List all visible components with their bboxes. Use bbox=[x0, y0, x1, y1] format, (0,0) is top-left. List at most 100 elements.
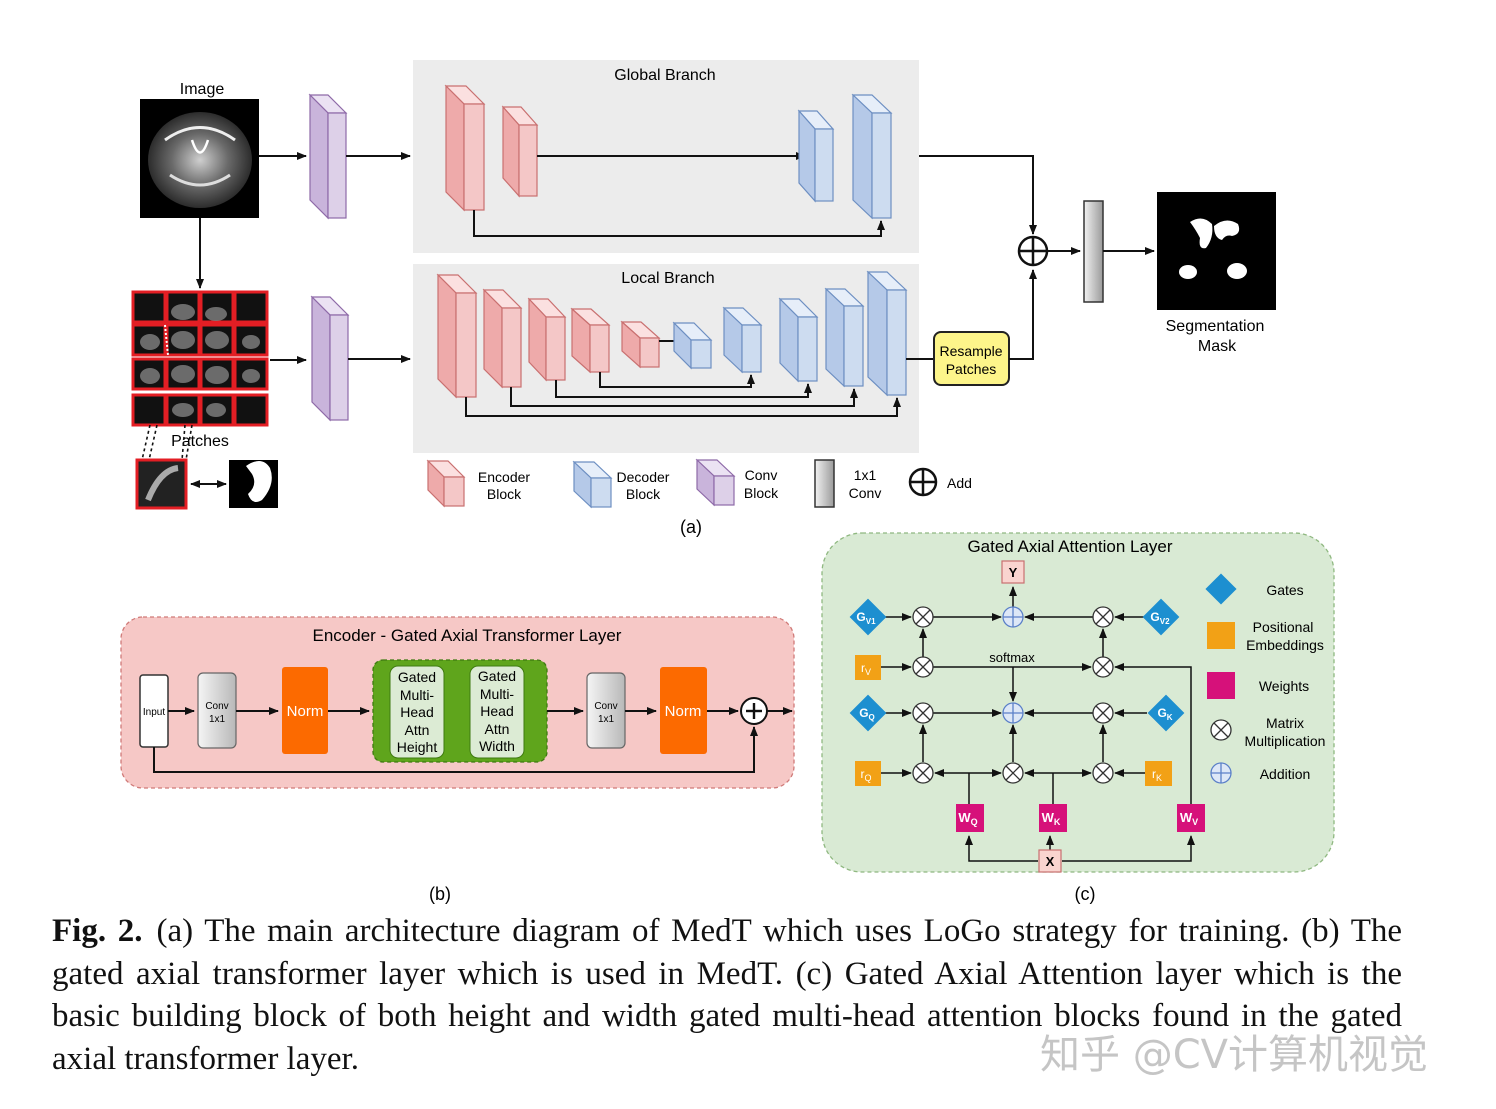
matmul-node bbox=[1092, 656, 1114, 678]
attn-w-line-4: Attn bbox=[485, 721, 510, 737]
panel-c: Gated Axial Attention Layer bbox=[821, 532, 1335, 904]
output-y-node: Y bbox=[1001, 560, 1025, 584]
rq-sub: Q bbox=[864, 773, 871, 783]
matmul-node bbox=[912, 702, 934, 724]
legend-addition-icon bbox=[1210, 762, 1232, 784]
svg-text:WK: WK bbox=[1042, 810, 1061, 827]
gq-sub: Q bbox=[869, 713, 875, 722]
gv2-sub: V2 bbox=[1160, 617, 1170, 626]
conv1x1-block-2: Conv 1x1 bbox=[586, 672, 626, 749]
rk-label: r bbox=[1152, 767, 1156, 781]
gate-gv2: GV2 bbox=[1142, 598, 1180, 636]
legend-add: Add bbox=[947, 475, 972, 491]
patch-mask bbox=[229, 460, 278, 508]
matmul-node bbox=[912, 656, 934, 678]
legend-addition: Addition bbox=[1260, 766, 1311, 782]
gv1-sub: V1 bbox=[866, 617, 876, 626]
legend-matmul-1: Matrix bbox=[1266, 715, 1304, 731]
panel-c-title: Gated Axial Attention Layer bbox=[967, 537, 1172, 556]
matmul-node bbox=[1092, 762, 1114, 784]
legend-gates: Gates bbox=[1266, 582, 1303, 598]
rv-label: r bbox=[861, 661, 865, 675]
weight-wv: WV bbox=[1177, 804, 1205, 832]
wv-label: W bbox=[1180, 810, 1193, 825]
panel-a: Image Patches bbox=[131, 60, 1276, 537]
svg-text:GQ: GQ bbox=[859, 706, 875, 722]
pos-rv: rV bbox=[855, 655, 881, 680]
svg-text:GV1: GV1 bbox=[856, 610, 876, 626]
legend-matmul-icon bbox=[1210, 719, 1232, 741]
legend-decoder-swatch bbox=[572, 460, 613, 509]
svg-text:rK: rK bbox=[1152, 767, 1162, 783]
attn-h-line-1: Gated bbox=[398, 669, 436, 685]
legend-pos-2: Embeddings bbox=[1246, 637, 1324, 653]
attn-w-line-1: Gated bbox=[478, 668, 516, 684]
gated-attention-group: Gated Multi- Head Attn Height Gated Mult… bbox=[372, 659, 548, 763]
attn-w-line-5: Width bbox=[479, 738, 515, 754]
gate-gv1: GV1 bbox=[849, 598, 887, 636]
legend-encoder-1: Encoder bbox=[478, 469, 530, 485]
wq-label: W bbox=[958, 810, 971, 825]
local-branch: Local Branch bbox=[413, 264, 919, 453]
wv-sub: V bbox=[1192, 817, 1198, 827]
legend-conv-1: Conv bbox=[745, 467, 778, 483]
pos-rk: rK bbox=[1145, 761, 1172, 786]
svg-text:GK: GK bbox=[1157, 706, 1172, 722]
pos-rq: rQ bbox=[855, 761, 881, 786]
svg-text:rV: rV bbox=[861, 661, 871, 677]
attn-h-line-2: Multi- bbox=[400, 687, 435, 703]
matmul-node bbox=[912, 762, 934, 784]
legend-add-icon bbox=[908, 467, 938, 497]
resample-label-1: Resample bbox=[939, 343, 1002, 359]
caption-label: Fig. 2. bbox=[52, 913, 143, 949]
input-label: Input bbox=[143, 707, 165, 718]
gate-gk: GK bbox=[1147, 694, 1185, 732]
legend-pos-swatch bbox=[1207, 622, 1235, 649]
legend-encoder-swatch bbox=[426, 459, 466, 508]
conv2-label-1: Conv bbox=[594, 701, 617, 712]
rk-sub: K bbox=[1156, 773, 1162, 783]
attn-w-line-2: Multi- bbox=[480, 686, 515, 702]
norm-block-2: Norm bbox=[660, 667, 707, 754]
segmentation-label-1: Segmentation bbox=[1166, 318, 1265, 335]
conv-block-local bbox=[310, 295, 350, 422]
addition-nodes bbox=[1002, 606, 1024, 724]
segmentation-mask-image bbox=[1157, 192, 1276, 310]
x-label: X bbox=[1046, 854, 1055, 869]
matmul-node bbox=[912, 606, 934, 628]
panel-b-title: Encoder - Gated Axial Transformer Layer bbox=[313, 626, 622, 645]
figure-caption: Fig. 2.(a) The main architecture diagram… bbox=[52, 910, 1402, 1080]
attn-h-line-5: Height bbox=[397, 739, 438, 755]
sublabel-a: (a) bbox=[680, 517, 702, 537]
panel-b: Encoder - Gated Axial Transformer Layer … bbox=[120, 616, 795, 904]
wk-sub: K bbox=[1054, 817, 1061, 827]
sublabel-c: (c) bbox=[1075, 884, 1096, 904]
panel-a-legend: Encoder Block Decoder Block Conv Block 1… bbox=[426, 458, 972, 509]
norm-label-2: Norm bbox=[665, 703, 702, 720]
conv1-label-2: 1x1 bbox=[209, 714, 226, 725]
input-x-node: X bbox=[1038, 849, 1062, 873]
panel-c-legend: Gates Positional Embeddings Weights Matr… bbox=[1205, 573, 1325, 784]
svg-text:WV: WV bbox=[1180, 810, 1198, 827]
conv1-label-1: Conv bbox=[205, 701, 228, 712]
resample-label-2: Patches bbox=[946, 361, 997, 377]
softmax-label: softmax bbox=[989, 650, 1035, 665]
legend-weights: Weights bbox=[1259, 678, 1309, 694]
legend-decoder-1: Decoder bbox=[617, 469, 670, 485]
legend-conv1x1-1: 1x1 bbox=[854, 467, 877, 483]
wq-sub: Q bbox=[971, 817, 978, 827]
conv-block-global bbox=[308, 93, 348, 220]
attn-h-line-3: Head bbox=[400, 704, 433, 720]
svg-text:WQ: WQ bbox=[958, 810, 977, 827]
attn-w-line-3: Head bbox=[480, 703, 513, 719]
svg-text:rQ: rQ bbox=[860, 767, 871, 783]
global-branch-title: Global Branch bbox=[614, 67, 715, 84]
legend-conv1x1-2: Conv bbox=[849, 485, 882, 501]
legend-conv1x1-swatch bbox=[814, 459, 835, 508]
attn-h-line-4: Attn bbox=[405, 722, 430, 738]
global-encoder-block-1 bbox=[444, 84, 486, 212]
matmul-node bbox=[1092, 702, 1114, 724]
input-ultrasound-image bbox=[140, 99, 259, 218]
gk-label: G bbox=[1157, 706, 1166, 720]
input-block: Input bbox=[139, 674, 169, 748]
